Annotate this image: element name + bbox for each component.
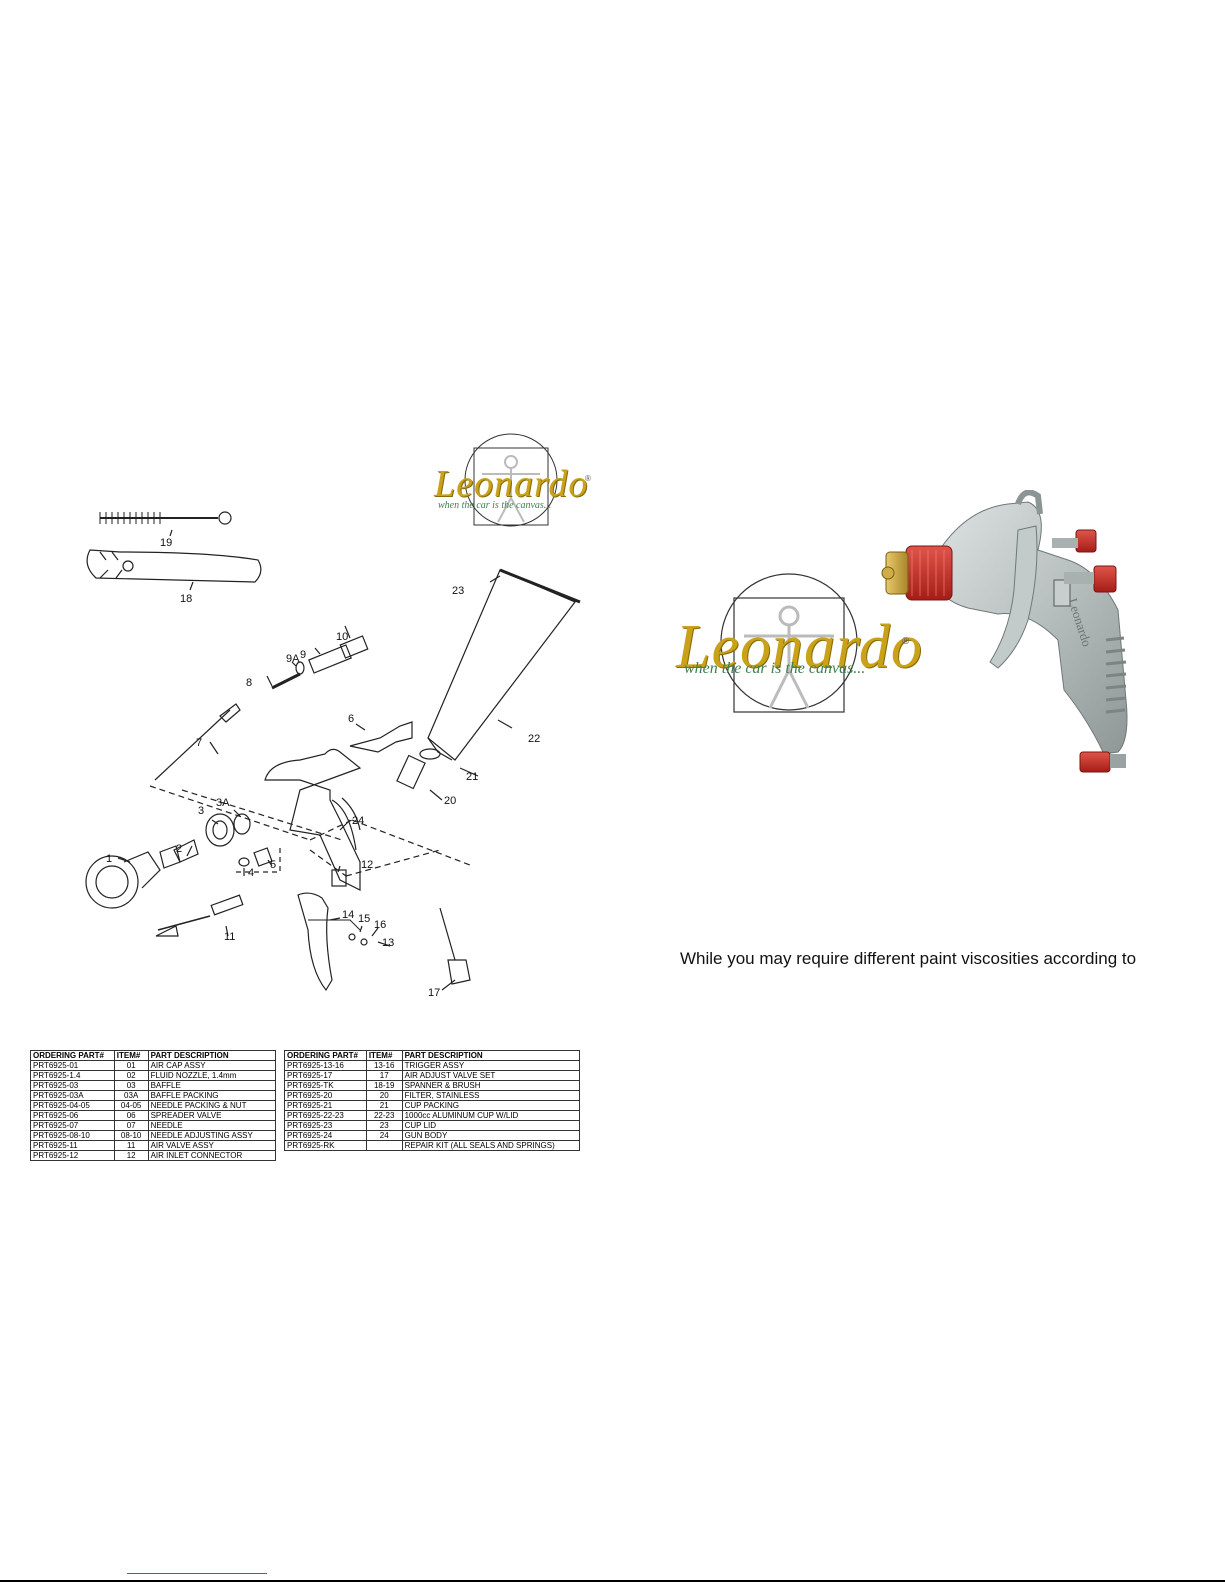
label-8: 8 xyxy=(246,677,252,689)
col-description: PART DESCRIPTION xyxy=(401,1050,581,1061)
registered-mark: ® xyxy=(585,474,591,483)
leonardo-logo-large: Leonardo ® when the car is the canvas... xyxy=(676,573,922,716)
label-23: 23 xyxy=(452,585,464,597)
leonardo-logo-small: Leonardo ® when the car is the canvas... xyxy=(432,432,592,527)
vitruvian-man-icon xyxy=(720,573,858,713)
label-15: 15 xyxy=(358,913,370,925)
label-11: 11 xyxy=(224,931,235,943)
label-6: 6 xyxy=(348,713,354,725)
label-13: 13 xyxy=(382,937,394,949)
brand-tagline: when the car is the canvas... xyxy=(684,660,866,677)
label-22: 22 xyxy=(528,733,540,745)
label-18: 18 xyxy=(180,593,192,605)
parts-table-right: ORDERING PART# ITEM# PART DESCRIPTION PR… xyxy=(284,1050,581,1151)
label-9: 9 xyxy=(300,649,306,661)
label-17: 17 xyxy=(428,987,440,999)
parts-table-left: ORDERING PART# ITEM# PART DESCRIPTION PR… xyxy=(30,1050,277,1161)
label-24: 24 xyxy=(352,815,364,827)
label-3A: 3A xyxy=(216,797,230,809)
label-2: 2 xyxy=(176,843,182,855)
footer-link-underline[interactable] xyxy=(127,1573,267,1574)
label-16: 16 xyxy=(374,919,386,931)
brand-tagline: when the car is the canvas... xyxy=(438,500,552,511)
col-description: PART DESCRIPTION xyxy=(147,1050,277,1061)
label-21: 21 xyxy=(466,771,478,783)
label-5: 5 xyxy=(270,859,276,871)
label-10: 10 xyxy=(336,631,348,643)
label-3: 3 xyxy=(198,805,204,817)
spray-gun-photo: Leonardo xyxy=(881,490,1128,773)
col-ordering-part: ORDERING PART# xyxy=(30,1050,115,1061)
label-4: 4 xyxy=(248,867,254,879)
col-item: ITEM# xyxy=(365,1050,403,1061)
brand-wordmark: Leonardo xyxy=(676,613,923,681)
label-1: 1 xyxy=(106,853,112,865)
footer-rule xyxy=(0,1580,1225,1582)
registered-mark: ® xyxy=(902,636,910,647)
col-item: ITEM# xyxy=(113,1050,149,1061)
label-14: 14 xyxy=(342,909,354,921)
body-text-caption: While you may require different paint vi… xyxy=(680,949,1137,968)
brand-wordmark: Leonardo xyxy=(434,463,589,505)
label-7: 7 xyxy=(196,737,202,749)
exploded-parts-diagram: 19 18 23 10 9A 9 8 7 6 22 21 20 1 2 3 3A… xyxy=(85,511,581,999)
label-12: 12 xyxy=(361,859,373,871)
label-19: 19 xyxy=(160,537,172,549)
col-ordering-part: ORDERING PART# xyxy=(284,1050,367,1061)
vitruvian-man-icon xyxy=(464,433,558,527)
label-20: 20 xyxy=(444,795,456,807)
label-9A: 9A xyxy=(286,653,300,665)
